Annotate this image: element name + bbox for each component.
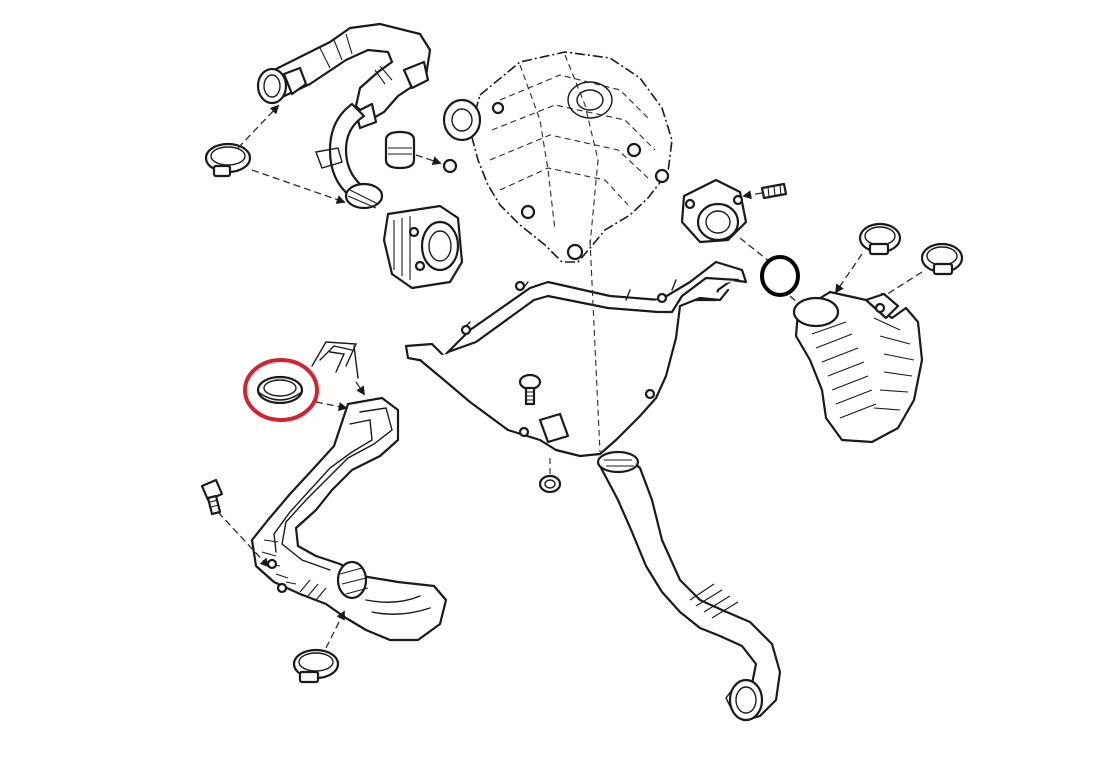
leader-clamp1-to-hose xyxy=(834,253,863,294)
upper-left-hose-clamp xyxy=(204,142,252,178)
leader-connector-to-oring xyxy=(739,237,771,263)
throttle-body xyxy=(382,204,464,290)
leader-clamp2-to-hose xyxy=(876,271,923,301)
turbo-outlet-connector xyxy=(680,178,748,244)
leader-lowclamp-to-pipe xyxy=(325,610,345,649)
support-bracket-frame xyxy=(404,260,748,458)
leader-engine-to-bracket xyxy=(589,239,601,453)
lower-left-bolt xyxy=(200,478,270,568)
lower-left-intake-pipe xyxy=(250,396,448,642)
highlighted-seal-ring xyxy=(256,375,304,405)
lower-left-hose-clamp xyxy=(292,648,340,684)
right-hose-clamp-2 xyxy=(920,242,964,276)
lower-center-hose xyxy=(596,450,782,722)
bracket-bolt xyxy=(518,373,542,406)
upper-left-intake-hose xyxy=(256,22,432,210)
sensor-cap xyxy=(384,130,442,170)
wire-retaining-clip xyxy=(311,341,366,396)
right-intercooler-hose xyxy=(792,290,924,444)
red-highlight-circle xyxy=(243,358,319,422)
o-ring-seal xyxy=(760,255,800,297)
connector-bolt xyxy=(742,182,788,200)
leader-clamp-to-hose xyxy=(237,104,280,149)
intake-manifold-engine xyxy=(442,51,673,263)
right-hose-clamp-1 xyxy=(858,222,902,256)
leader-seal-to-pipe xyxy=(315,401,348,412)
bracket-nut xyxy=(538,456,562,494)
leader-clamp-to-throttle xyxy=(251,169,346,204)
